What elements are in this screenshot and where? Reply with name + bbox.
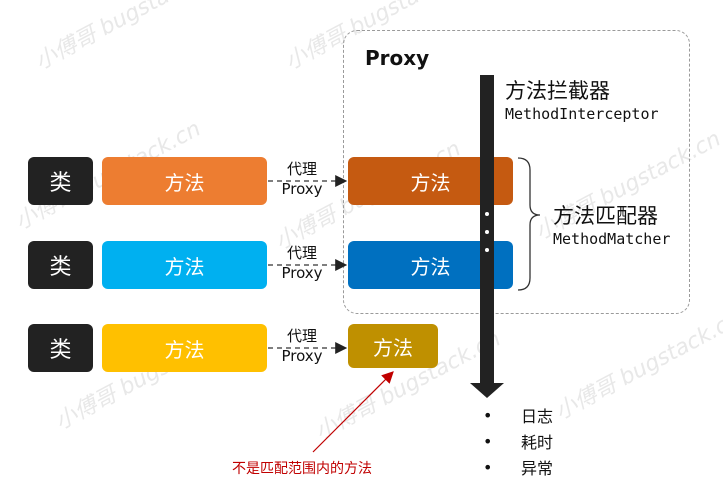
class-box: 类 [28,241,93,289]
note-arrow [312,371,394,453]
proxy-container [343,30,690,314]
proxy-label: 代理 Proxy [270,243,334,283]
interceptor-arrowhead [470,383,504,398]
unmatched-note: 不是匹配范围内的方法 [232,461,372,477]
matcher-bracket [517,157,541,291]
method-box: 方法 [102,324,267,372]
unmatched-method-box: 方法 [348,324,438,368]
list-item: • 异常 [480,454,553,480]
interceptor-subtitle: MethodInterceptor [505,105,659,123]
method-box: 方法 [102,241,267,289]
proxy-label-en: Proxy [281,264,323,282]
class-box: 类 [28,157,93,205]
bullet-icon: • [483,431,493,451]
class-box: 类 [28,324,93,372]
method-box: 方法 [102,157,267,205]
aspect-list: • 日志 • 耗时 • 异常 [480,402,553,480]
bullet-icon: • [483,457,493,477]
proxy-label: 代理 Proxy [270,159,334,199]
aspect-label: 耗时 [521,433,554,452]
interceptor-title: 方法拦截器 [505,79,610,103]
proxy-label-cn: 代理 [286,160,317,178]
aspect-label: 异常 [521,459,554,478]
proxy-label-en: Proxy [281,180,323,198]
proxy-label-cn: 代理 [286,244,317,262]
list-item: • 耗时 [480,428,553,454]
proxy-title: Proxy [365,46,430,70]
aspect-label: 日志 [521,407,554,426]
proxy-label: 代理 Proxy [270,326,334,366]
list-item: • 日志 [480,402,553,428]
proxy-label-cn: 代理 [286,327,317,345]
matcher-title: 方法匹配器 [553,204,658,228]
proxy-label-en: Proxy [281,347,323,365]
matcher-subtitle: MethodMatcher [553,230,671,248]
bullet-icon: • [483,405,493,425]
